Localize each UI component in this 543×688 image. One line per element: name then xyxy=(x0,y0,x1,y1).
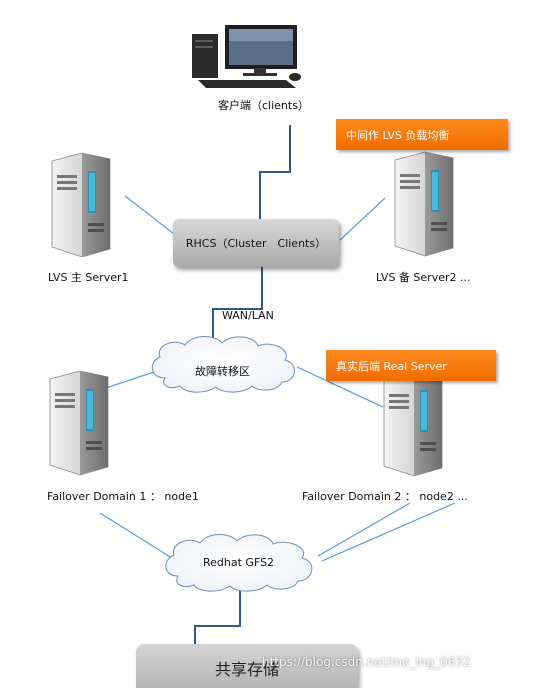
node2-server-icon xyxy=(383,371,443,477)
wan-lan-label: WAN/LAN xyxy=(222,309,274,322)
rhcs-label: RHCS（Cluster Clients） xyxy=(185,237,327,250)
lvs-master-label: LVS 主 Server1 xyxy=(48,271,129,284)
link-zone-node1 xyxy=(105,369,161,389)
gfs-label: Redhat GFS2 xyxy=(203,556,275,569)
backbone-links xyxy=(194,125,291,645)
link-node1-gfs xyxy=(99,512,176,561)
link-rhcs-lvs-backup xyxy=(339,197,386,241)
lvs-load-balance-callout: 中间作 LVS 负载均衡 xyxy=(336,119,508,150)
link-rhcs-lvs-master xyxy=(124,195,179,238)
node1-label: Failover Domain 1 ： node1 xyxy=(47,490,199,503)
peer-links xyxy=(99,195,456,562)
link-client-rhcs xyxy=(259,125,291,220)
gfs-cloud-icon xyxy=(165,534,313,592)
client-computer-icon xyxy=(192,25,301,88)
client-label: 客户端（clients） xyxy=(218,99,309,112)
failover-zone-label: 故障转移区 xyxy=(195,365,250,378)
link-gfs-storage xyxy=(194,587,241,645)
lvs-master-server-icon xyxy=(51,152,111,258)
shared-storage-box: 共享存储 xyxy=(136,644,358,688)
node2-label: Failover Domain 2 ： node2 ... xyxy=(302,490,468,503)
link-rhcs-wan xyxy=(212,266,263,352)
failover-cloud-icon xyxy=(151,336,295,393)
node1-server-icon xyxy=(49,370,109,476)
rhcs-cluster-box: RHCS（Cluster Clients） xyxy=(173,219,339,267)
storage-label: 共享存储 xyxy=(214,660,279,679)
watermark: https://blog.csdn.net/mo_ing_0632 xyxy=(262,655,471,669)
link-node2-gfs-a xyxy=(317,502,411,557)
link-zone-node2 xyxy=(296,366,384,408)
real-server-callout: 真实后端 Real Server xyxy=(326,350,496,381)
link-node2-gfs-b xyxy=(321,502,456,562)
lvs-backup-server-icon xyxy=(394,151,454,257)
lvs-backup-label: LVS 备 Server2 ... xyxy=(376,271,471,284)
